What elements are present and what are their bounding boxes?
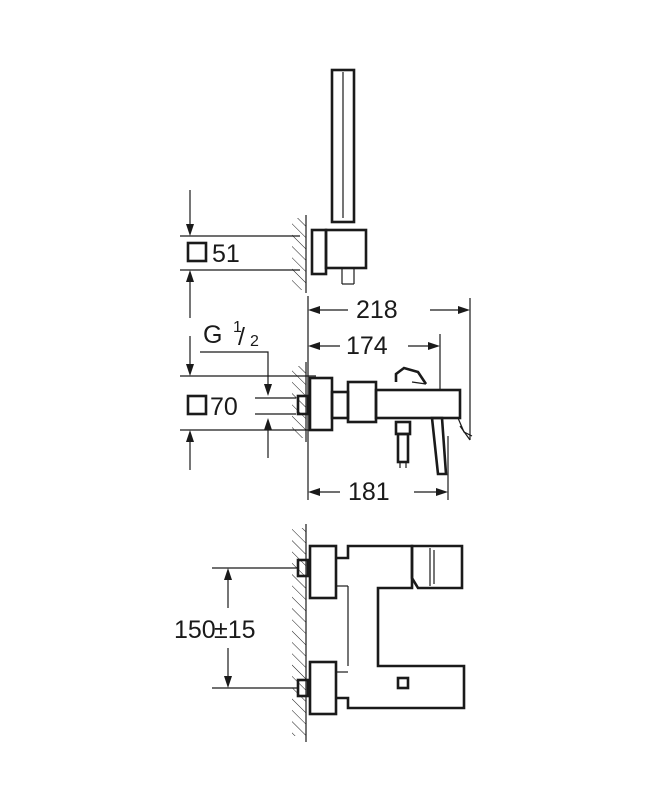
square-symbol-70 [186, 394, 208, 416]
wall-hatch-top [292, 218, 306, 290]
hand-shower-body [330, 68, 356, 224]
dim-218: 218 [356, 296, 398, 324]
dim-70: 70 [210, 393, 238, 421]
thread-slash: / [238, 323, 245, 351]
front-body [336, 544, 466, 710]
wall-holder [310, 228, 328, 276]
diverter-lever [394, 366, 428, 385]
thread-label: G [203, 321, 222, 349]
square-symbol-51 [186, 241, 208, 263]
dim-tolerance: ±15 [214, 616, 256, 644]
spout [374, 388, 462, 420]
mixer-handle [430, 416, 448, 476]
thread-den: 2 [250, 333, 259, 350]
wall-hatch-bottom [292, 528, 306, 736]
thread-num: 1 [233, 319, 242, 336]
dim-150: 150 [174, 616, 216, 644]
lower-flange [308, 660, 338, 716]
dim-181: 181 [348, 478, 390, 506]
diverter-button [396, 676, 410, 690]
mixer-side-view: 218 174 181 G 1 / 2 70 [180, 296, 473, 506]
holder-cradle [324, 228, 368, 270]
upper-flange [308, 544, 338, 600]
front-handle [410, 544, 464, 590]
mixer-main [346, 380, 378, 424]
hose-connector [394, 420, 412, 436]
mixer-front-view: 150 ±15 [174, 524, 466, 742]
inlet-stub [296, 394, 310, 416]
hand-shower-view: 51 [180, 68, 368, 318]
flange [308, 376, 334, 432]
dim-174: 174 [346, 332, 388, 360]
mixer-body [330, 390, 350, 420]
dim-51: 51 [212, 240, 240, 268]
hose-nut [396, 432, 410, 464]
